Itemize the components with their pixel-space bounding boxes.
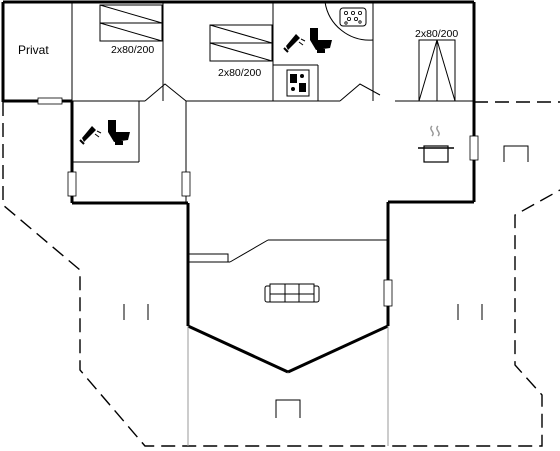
interior-walls [71,1,474,263]
bed-size-label: 2x80/200 [218,67,261,79]
exterior-walls [1,0,476,374]
stove-icon [418,125,454,163]
shower-icon [79,126,102,145]
toilet-icon [108,120,130,145]
shower-icon [283,34,306,53]
windows [37,97,479,307]
whirlpool-icon [339,7,367,27]
bed-room-3 [418,39,456,102]
washing-machine-icon [286,69,310,97]
bed-size-label: 2x80/200 [415,28,458,40]
bed-size-label: 2x80/200 [111,44,154,56]
private-room-label: Privat [18,43,49,57]
toilet-icon [310,28,332,53]
terrace-outline [2,101,560,447]
garden-chair-icon [123,145,529,418]
bed-room-2 [209,24,273,62]
bed-room-1 [99,4,163,42]
sofa-icon [264,283,320,303]
